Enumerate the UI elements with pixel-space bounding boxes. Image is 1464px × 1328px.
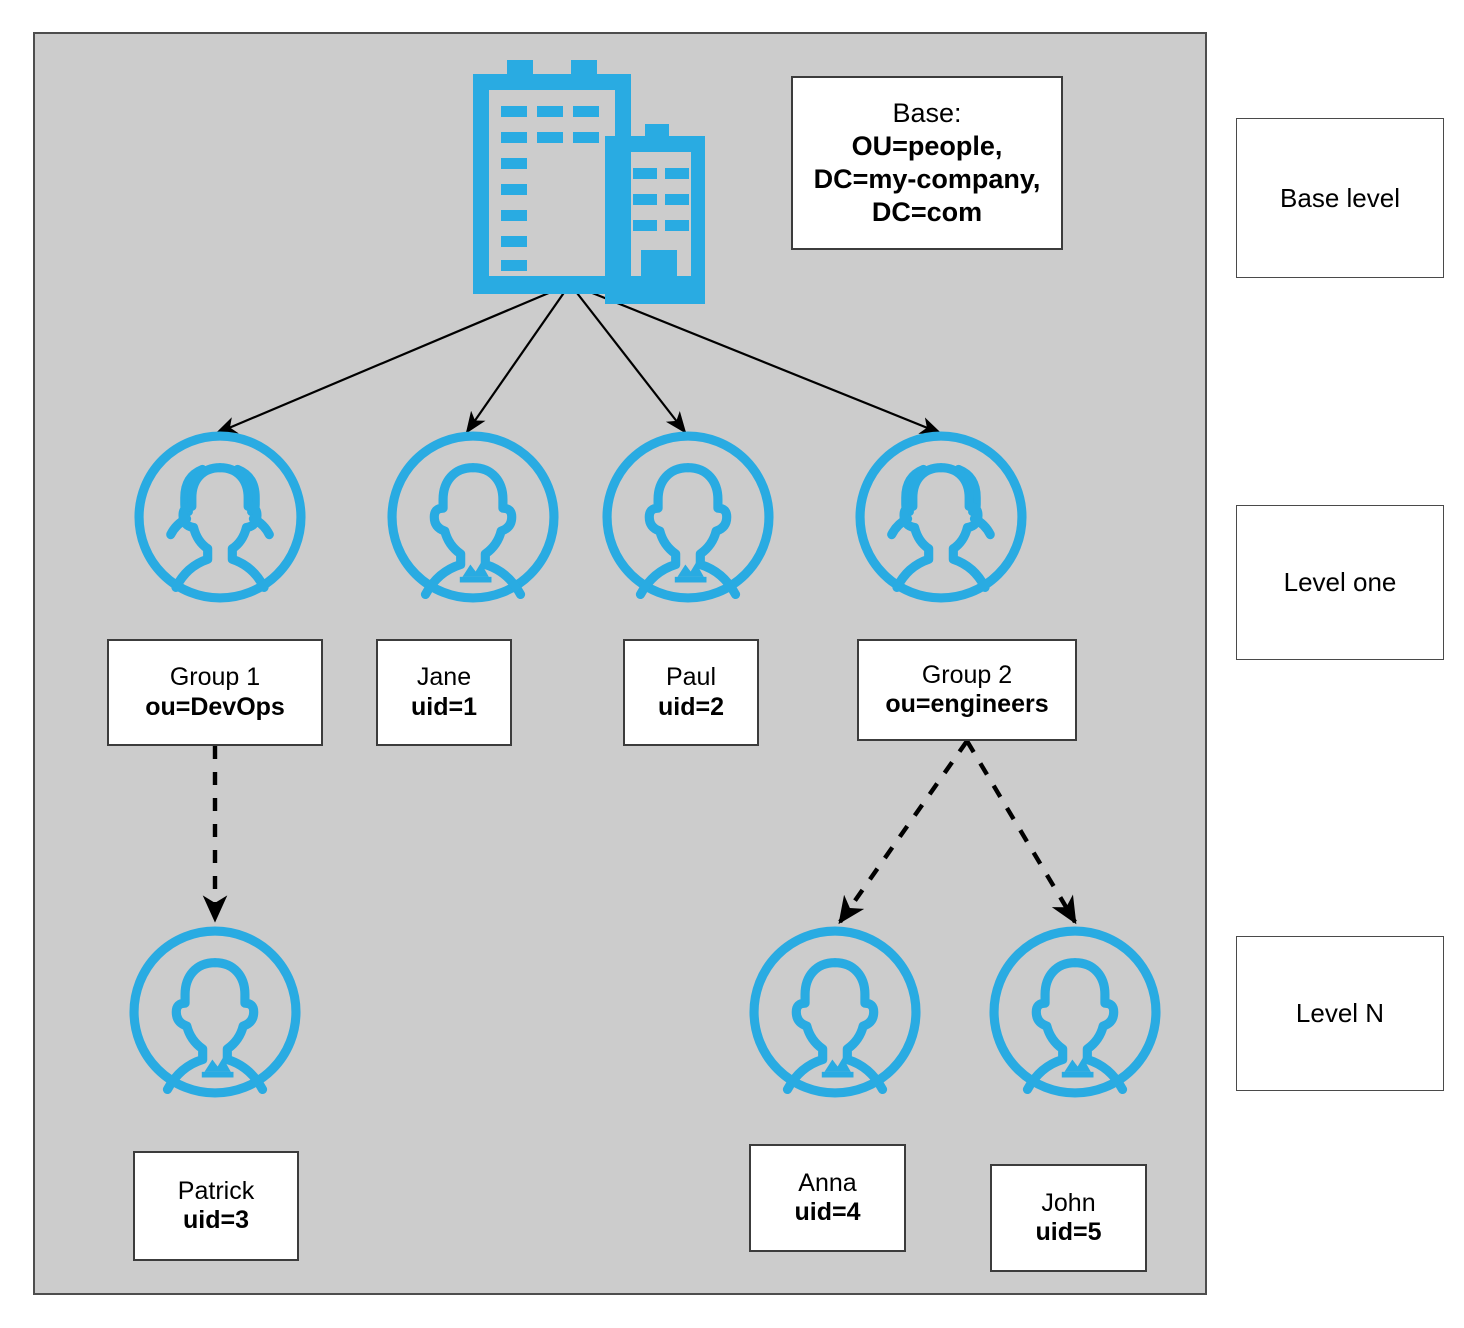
base-line-2: DC=my-company, [813,164,1041,194]
office-building-icon-wrap [455,44,707,306]
office-building-icon [473,60,707,304]
person-avatar-icon [989,926,1161,1098]
node-attr-group1: ou=DevOps [145,692,285,721]
person-avatar-icon [387,431,559,603]
base-line-0: Base: [892,98,962,129]
node-name-group1: Group 1 [169,663,261,691]
node-attr-anna: uid=4 [794,1198,861,1226]
group-avatar-icon [134,431,306,603]
diagram-canvas: Base: OU=people, DC=my-company, DC=com [33,32,1207,1295]
node-box-patrick: Patrick uid=3 [133,1151,299,1261]
node-box-paul: Paul uid=2 [623,639,759,746]
legend-label-base-level: Base level [1280,182,1400,213]
legend-box-level-one: Level one [1236,505,1444,660]
base-line-1: OU=people, [851,131,1003,162]
person-avatar-icon [602,431,774,603]
edge-base-to-level-one [214,282,943,435]
legend-box-base-level: Base level [1236,118,1444,278]
person-avatar-icon-wrap-john [987,924,1163,1100]
node-attr-patrick: uid=3 [183,1206,249,1234]
node-attr-group2: ou=engineers [885,690,1049,718]
node-name-anna: Anna [798,1168,857,1197]
node-box-john: John uid=5 [990,1164,1147,1272]
node-name-paul: Paul [665,663,717,691]
node-attr-john: uid=5 [1035,1218,1102,1246]
node-name-jane: Jane [416,663,472,691]
node-name-patrick: Patrick [177,1176,255,1205]
legend-label-level-one: Level one [1283,567,1397,597]
node-box-anna: Anna uid=4 [749,1144,906,1252]
node-attr-paul: uid=2 [658,692,724,721]
person-avatar-icon-wrap-patrick [127,924,303,1100]
group-avatar-icon [855,431,1027,603]
group-avatar-icon-wrap-group2 [853,429,1029,605]
base-dn-box: Base: OU=people, DC=my-company, DC=com [791,76,1063,250]
legend-label-level-n: Level N [1295,998,1385,1028]
node-box-jane: Jane uid=1 [376,639,512,746]
person-avatar-icon [749,926,921,1098]
node-name-group2: Group 2 [921,660,1013,689]
edge-group2-to-children [838,739,1077,925]
group-avatar-icon-wrap-group1 [132,429,308,605]
person-avatar-icon [129,926,301,1098]
node-attr-jane: uid=1 [411,692,477,721]
person-avatar-icon-wrap-paul [600,429,776,605]
node-box-group1: Group 1 ou=DevOps [107,639,323,746]
node-name-john: John [1041,1188,1096,1217]
base-line-3: DC=com [871,196,983,227]
person-avatar-icon-wrap-jane [385,429,561,605]
node-box-group2: Group 2 ou=engineers [857,639,1077,741]
person-avatar-icon-wrap-anna [747,924,923,1100]
legend-box-level-n: Level N [1236,936,1444,1091]
